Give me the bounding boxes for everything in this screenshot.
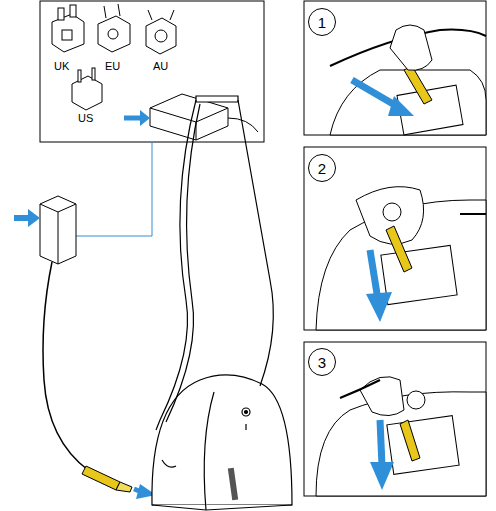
leader-line — [76, 142, 152, 236]
callout-number: 1 — [318, 15, 326, 30]
plug-type-label: EU — [104, 61, 121, 72]
step3-illustration — [316, 377, 486, 496]
step2-illustration — [316, 187, 486, 330]
step1-illustration — [330, 25, 486, 135]
panel-frame — [40, 1, 264, 142]
base-station — [152, 375, 292, 510]
callout-number: 2 — [318, 161, 326, 176]
callout-circle: 1 — [308, 8, 336, 36]
us-plug — [72, 68, 102, 110]
plug-in-arrow — [14, 215, 30, 221]
callout-circle: 3 — [308, 348, 336, 376]
power-adapter — [150, 94, 258, 140]
callout-circle: 2 — [308, 154, 336, 182]
plug-type-label: US — [77, 113, 94, 124]
eu-plug — [98, 4, 130, 52]
plug-type-label: UK — [53, 61, 70, 72]
insert-arrow-head — [140, 110, 150, 126]
step-panels — [304, 1, 486, 496]
dc-plug — [82, 466, 132, 492]
plug-in-arrow-head — [28, 209, 40, 227]
cable — [43, 262, 88, 470]
callout-number: 3 — [318, 355, 326, 370]
uk-plug — [52, 5, 84, 52]
au-plug — [146, 10, 176, 54]
headset-band — [156, 96, 273, 430]
plug-type-label: AU — [152, 61, 169, 72]
wall-adapter — [40, 196, 76, 264]
